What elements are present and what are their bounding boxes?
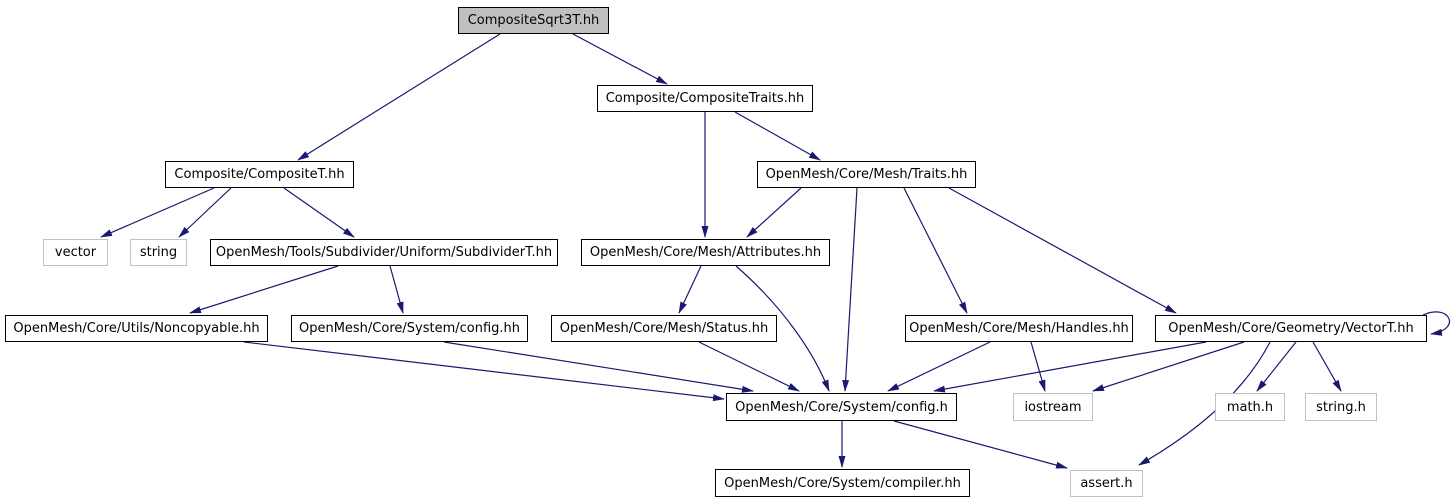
edge-composite-t-to-string bbox=[178, 187, 232, 238]
graph-node-math-h: math.h bbox=[1215, 393, 1285, 421]
graph-node-status[interactable]: OpenMesh/Core/Mesh/Status.hh bbox=[551, 315, 777, 342]
graph-node-vectort[interactable]: OpenMesh/Core/Geometry/VectorT.hh bbox=[1155, 315, 1427, 342]
edge-status-to-config-h bbox=[698, 341, 800, 392]
edge-config-h-to-assert-h bbox=[893, 420, 1068, 469]
edge-root-to-composite-t bbox=[297, 33, 501, 161]
graph-node-compiler[interactable]: OpenMesh/Core/System/compiler.hh bbox=[715, 469, 970, 497]
edge-mesh-traits-to-handles bbox=[903, 187, 968, 314]
graph-node-iostream: iostream bbox=[1013, 393, 1093, 421]
edge-composite-t-to-vector bbox=[100, 187, 215, 238]
graph-node-config-h[interactable]: OpenMesh/Core/System/config.h bbox=[726, 393, 957, 421]
edge-vectort-to-math-h bbox=[1256, 341, 1297, 392]
edge-vectort-to-config-h bbox=[933, 341, 1207, 393]
edge-handles-to-config-h bbox=[887, 341, 991, 392]
edge-mesh-traits-to-config-h bbox=[842, 187, 858, 392]
edge-handles-to-iostream bbox=[1030, 341, 1046, 392]
edge-composite-traits-to-mesh-traits bbox=[734, 111, 821, 161]
edge-root-to-composite-traits bbox=[572, 33, 668, 85]
graph-node-vector: vector bbox=[43, 239, 108, 266]
graph-node-root: CompositeSqrt3T.hh bbox=[458, 7, 609, 34]
edge-mesh-traits-to-attributes bbox=[746, 187, 802, 238]
edge-composite-t-to-subdivider bbox=[283, 187, 355, 238]
edge-config-hh-to-config-h bbox=[443, 341, 754, 393]
graph-node-mesh-traits[interactable]: OpenMesh/Core/Mesh/Traits.hh bbox=[757, 161, 976, 188]
graph-node-config-hh[interactable]: OpenMesh/Core/System/config.hh bbox=[291, 315, 528, 342]
graph-node-noncopyable[interactable]: OpenMesh/Core/Utils/Noncopyable.hh bbox=[5, 315, 268, 342]
edge-subdivider-to-config-hh bbox=[389, 265, 404, 314]
graph-node-composite-t[interactable]: Composite/CompositeT.hh bbox=[165, 161, 354, 188]
edge-vectort-to-string-h bbox=[1312, 341, 1342, 392]
graph-node-handles[interactable]: OpenMesh/Core/Mesh/Handles.hh bbox=[905, 315, 1133, 342]
edge-subdivider-to-noncopyable bbox=[189, 265, 339, 314]
graph-node-string-h: string.h bbox=[1305, 393, 1377, 421]
graph-node-attributes[interactable]: OpenMesh/Core/Mesh/Attributes.hh bbox=[581, 239, 830, 266]
edge-attributes-to-status bbox=[678, 265, 702, 314]
graph-node-assert-h: assert.h bbox=[1070, 470, 1143, 497]
edge-mesh-traits-to-vectort bbox=[948, 187, 1177, 314]
graph-node-composite-traits[interactable]: Composite/CompositeTraits.hh bbox=[597, 85, 813, 112]
edge-noncopyable-to-config-h bbox=[243, 341, 725, 402]
graph-node-subdivider[interactable]: OpenMesh/Tools/Subdivider/Uniform/Subdiv… bbox=[210, 239, 558, 266]
graph-node-string: string bbox=[130, 239, 187, 266]
edge-vectort-to-iostream bbox=[1092, 341, 1245, 392]
